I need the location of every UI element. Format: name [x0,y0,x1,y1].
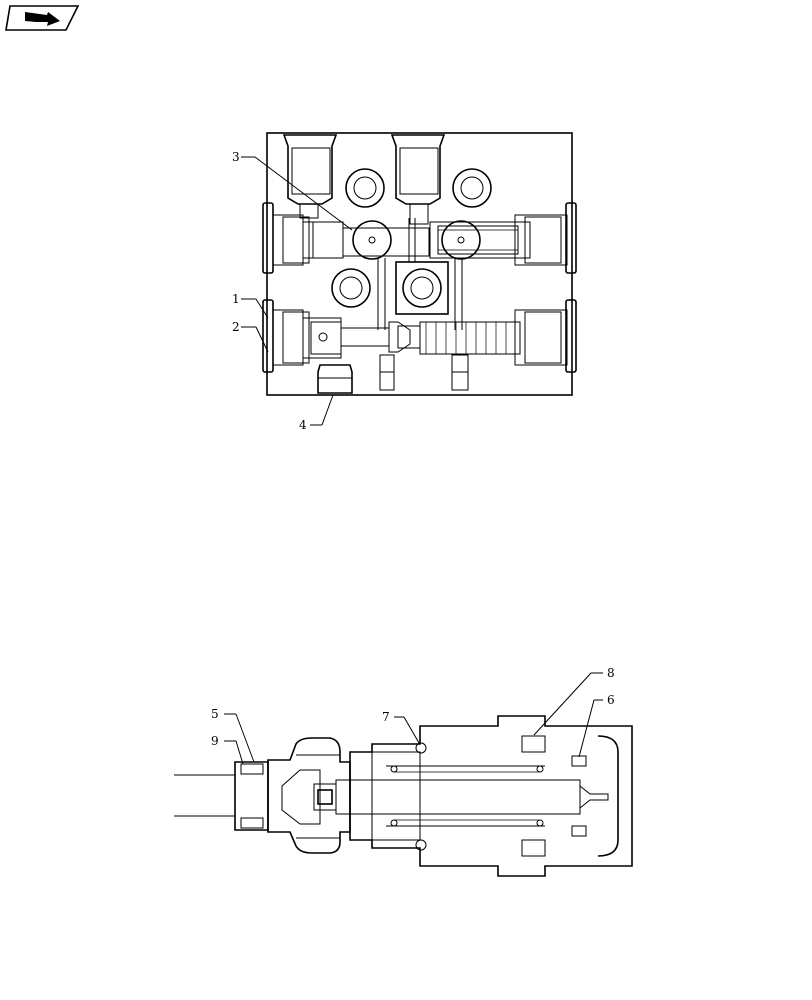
callout-3: 3 [232,150,240,164]
callout-6: 6 [607,693,615,707]
callout-7: 7 [382,710,390,724]
cartridge-valve-drawing [174,715,633,877]
top-leader-lines [241,156,353,426]
callout-4: 4 [299,418,307,432]
bottom-leader-lines [224,672,603,765]
valve-block-drawing [262,132,577,396]
callout-2: 2 [232,320,240,334]
back-arrow-icon[interactable] [5,5,80,31]
callout-5: 5 [211,707,219,721]
callout-8: 8 [607,666,615,680]
callout-1: 1 [232,292,240,306]
callout-9: 9 [211,734,219,748]
